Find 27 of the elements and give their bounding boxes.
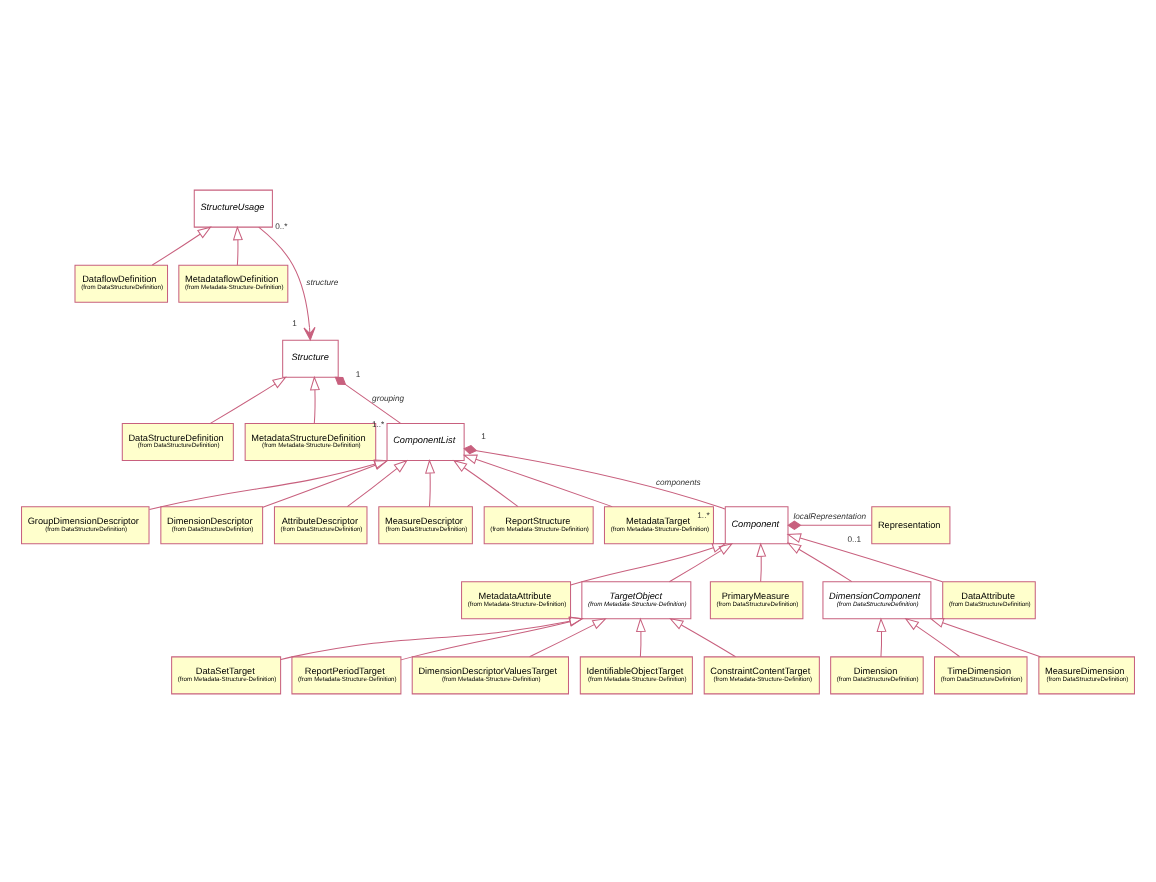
arrow: [452, 458, 519, 507]
arrow: [529, 617, 607, 657]
arrow: [209, 375, 287, 423]
connector: [334, 375, 402, 423]
arrow: [462, 453, 613, 507]
arrow: [400, 616, 584, 660]
arrow: [570, 542, 727, 585]
arrow: [929, 617, 1041, 657]
arrow: [280, 615, 584, 659]
arrow: [425, 458, 436, 507]
arrow: [668, 541, 734, 582]
arrow: [258, 225, 316, 340]
arrow: [669, 617, 737, 657]
connector: [787, 519, 873, 529]
connector: [463, 444, 726, 509]
arrow: [309, 374, 320, 423]
arrow: [786, 541, 853, 582]
arrow: [635, 616, 646, 657]
arrow: [232, 224, 243, 265]
arrow: [756, 541, 767, 582]
arrow: [148, 458, 389, 510]
arrow: [876, 616, 887, 657]
arrow: [786, 532, 943, 582]
arrow: [262, 459, 389, 507]
arrow: [151, 225, 212, 265]
arrow: [904, 616, 961, 657]
arrow: [346, 458, 408, 507]
